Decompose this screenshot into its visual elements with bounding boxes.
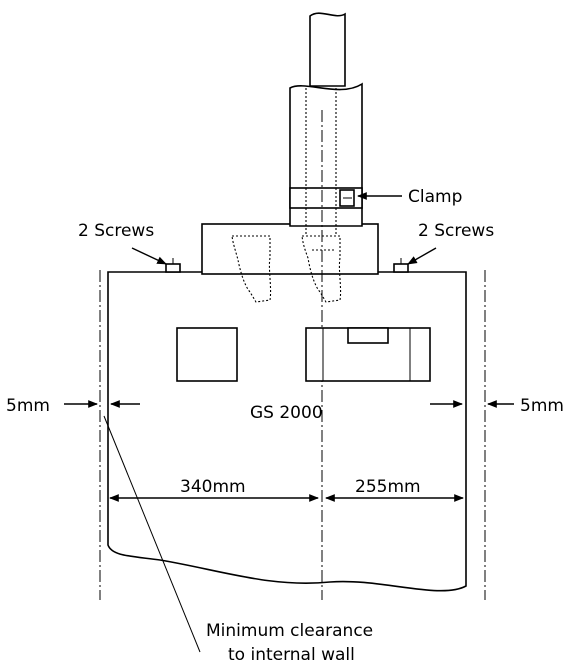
- gap-label-left: 5mm: [6, 396, 50, 416]
- clearance-label-line1: Minimum clearance: [206, 621, 373, 641]
- left-screw: [165, 263, 181, 273]
- screw-arrow-right: [407, 247, 437, 265]
- clearance-leader: [103, 415, 201, 653]
- screws-label-right: 2 Screws: [418, 221, 494, 241]
- right-screw: [393, 263, 409, 273]
- unit-name: GS 2000: [250, 403, 323, 423]
- clearance-label-line2: to internal wall: [228, 645, 355, 665]
- dim-label-right: 255mm: [355, 477, 421, 497]
- square-component: [176, 327, 238, 382]
- dim-label-left: 340mm: [180, 477, 246, 497]
- pipe-upper: [309, 12, 346, 87]
- clamp-label: Clamp: [408, 187, 462, 207]
- unit-body: [107, 271, 467, 592]
- screw-arrow-left: [131, 247, 167, 265]
- mounting-block: [201, 223, 379, 275]
- hidden-bolt-left: [231, 235, 272, 303]
- screws-label-left: 2 Screws: [78, 221, 154, 241]
- hidden-bolt-right: [301, 235, 342, 303]
- gap-label-right: 5mm: [520, 396, 564, 416]
